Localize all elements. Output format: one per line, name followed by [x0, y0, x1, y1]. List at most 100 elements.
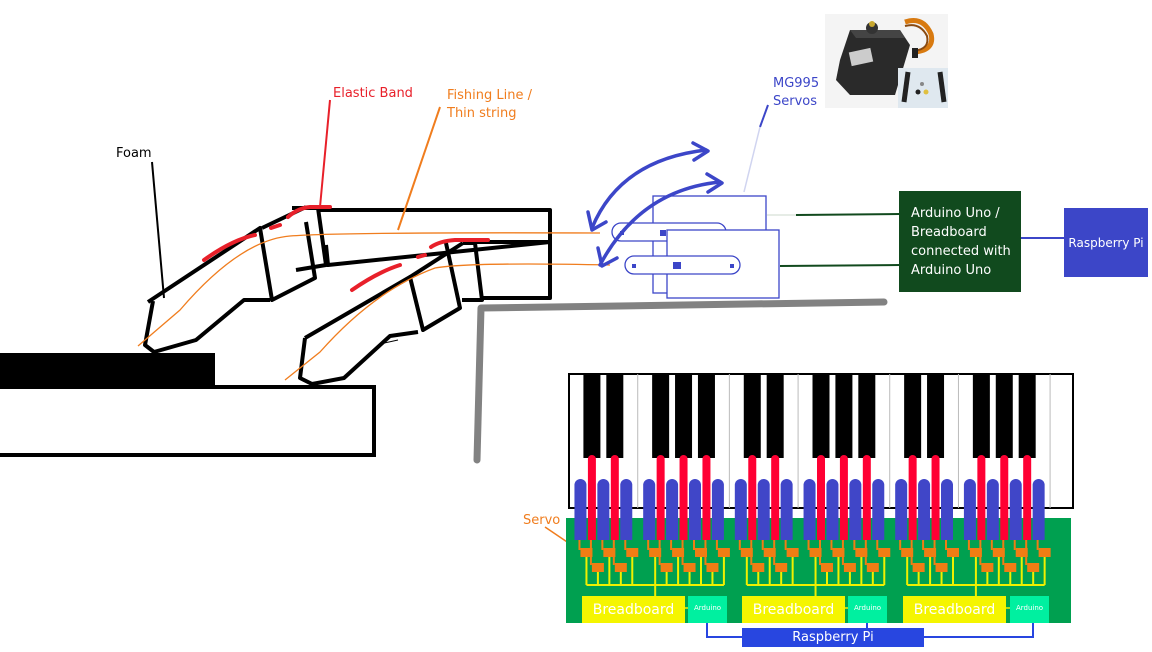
- black-key: [743, 374, 761, 458]
- fishing-lines: [137, 232, 611, 381]
- breadboard-label: Breadboard: [592, 602, 675, 618]
- servo-motor: [935, 563, 948, 572]
- white-key-pusher-base: [849, 518, 862, 540]
- arduino-main-box: Arduino Uno / Breadboard connected with …: [899, 191, 1021, 292]
- servo-photo: [825, 14, 948, 108]
- black-key: [583, 374, 601, 458]
- servo-board: [566, 518, 1071, 623]
- servo-motor: [969, 548, 982, 557]
- black-key-pusher-base: [702, 518, 711, 540]
- servo-motor: [706, 563, 719, 572]
- black-key: [1018, 374, 1036, 458]
- white-key-pusher-base: [574, 518, 587, 540]
- servo-motor: [695, 548, 707, 557]
- breadboard: [742, 596, 845, 623]
- foam-label: Foam: [116, 146, 152, 161]
- servos-label: MG995 Servos: [773, 76, 820, 109]
- black-key: [675, 374, 693, 458]
- servo-motor: [660, 563, 673, 572]
- elastic-bands: [202, 205, 490, 292]
- servo-small-label: Servo: [523, 513, 561, 528]
- black-key-pusher-base: [931, 518, 940, 540]
- black-key: [927, 374, 945, 458]
- servo-motor: [786, 548, 799, 557]
- servo-motor: [763, 548, 776, 557]
- foam-leader: [151, 161, 165, 299]
- black-key: [812, 374, 830, 458]
- white-key-pusher-base: [895, 518, 908, 540]
- black-key: [835, 374, 853, 458]
- servo-motor: [981, 563, 994, 572]
- white-key-pusher-base: [734, 518, 747, 540]
- white-key-pusher-base: [986, 518, 999, 540]
- black-key-side: [0, 353, 215, 388]
- white-key-pusher-base: [803, 518, 816, 540]
- raspberry-pi-top-box: Raspberry Pi: [1064, 208, 1148, 277]
- rpi-wire-3: [924, 623, 1034, 638]
- wire-servo2: [779, 264, 901, 267]
- white-key-pusher-base: [711, 518, 724, 540]
- black-key: [995, 374, 1013, 458]
- servo-motor: [672, 548, 685, 557]
- shelf-outline: [473, 298, 888, 464]
- arduino-label: Arduino: [1015, 604, 1044, 612]
- servo-motor: [752, 563, 765, 572]
- piano-keyboard: [568, 373, 1074, 540]
- breadboard: [903, 596, 1006, 623]
- white-key-pusher-base: [643, 518, 656, 540]
- elastic-leader: [319, 99, 331, 208]
- elastic-band-label: Elastic Band: [333, 86, 413, 101]
- black-key: [697, 374, 715, 458]
- white-key-pusher-base: [666, 518, 679, 540]
- servo-motor: [717, 548, 730, 557]
- black-key-pusher-base: [1023, 518, 1032, 540]
- servo-motor: [649, 548, 662, 557]
- servo-motor: [866, 563, 879, 572]
- servo-motor: [855, 548, 868, 557]
- string-1: [137, 232, 601, 347]
- black-key-pusher-base: [839, 518, 848, 540]
- raspberry-pi-bottom-text: Raspberry Pi: [792, 630, 874, 645]
- raspberry-pi-bottom-box: Raspberry Pi: [742, 628, 924, 647]
- piano-base: [0, 353, 376, 457]
- rotation-arrows: [586, 141, 724, 268]
- servo-motor: [626, 548, 639, 557]
- black-key: [652, 374, 670, 458]
- hand-block: [318, 208, 552, 300]
- servo-motor: [614, 563, 627, 572]
- servo-motor: [843, 563, 856, 572]
- servos-leader: [759, 104, 769, 128]
- white-key-pusher-base: [941, 518, 953, 540]
- arduino-board: [1010, 596, 1049, 623]
- servo-2: [624, 229, 780, 299]
- arduino-main-text: Arduino Uno / Breadboard connected with …: [911, 205, 1011, 278]
- arduino-label: Arduino: [853, 604, 882, 612]
- servo-motor: [992, 548, 1005, 557]
- servo-motor: [947, 548, 959, 557]
- white-key-pusher-base: [620, 518, 633, 540]
- white-key-pusher-base: [872, 518, 885, 540]
- black-key-pusher-base: [656, 518, 665, 540]
- black-key: [904, 374, 922, 458]
- black-key-pusher-base: [748, 518, 757, 540]
- servo-motor: [924, 548, 937, 557]
- black-key-pusher-base: [977, 518, 986, 540]
- servo-motor: [912, 563, 925, 572]
- breadboard-label: Breadboard: [752, 602, 835, 618]
- rpi-wire-1: [706, 623, 742, 638]
- white-key-pusher-base: [963, 518, 976, 540]
- servo-motor: [1015, 548, 1028, 557]
- servo-motor: [740, 548, 753, 557]
- white-key-pusher-base: [918, 518, 931, 540]
- black-key-pusher-base: [587, 518, 596, 540]
- servo-motor: [775, 563, 788, 572]
- raspberry-pi-top-text: Raspberry Pi: [1068, 235, 1144, 250]
- black-key: [606, 374, 624, 458]
- servo-motor: [821, 563, 833, 572]
- black-key-pusher-base: [817, 518, 825, 540]
- servo-motor: [591, 563, 604, 572]
- white-key-pusher-base: [597, 518, 610, 540]
- finger-1: [143, 205, 328, 354]
- servo-motor: [878, 548, 891, 557]
